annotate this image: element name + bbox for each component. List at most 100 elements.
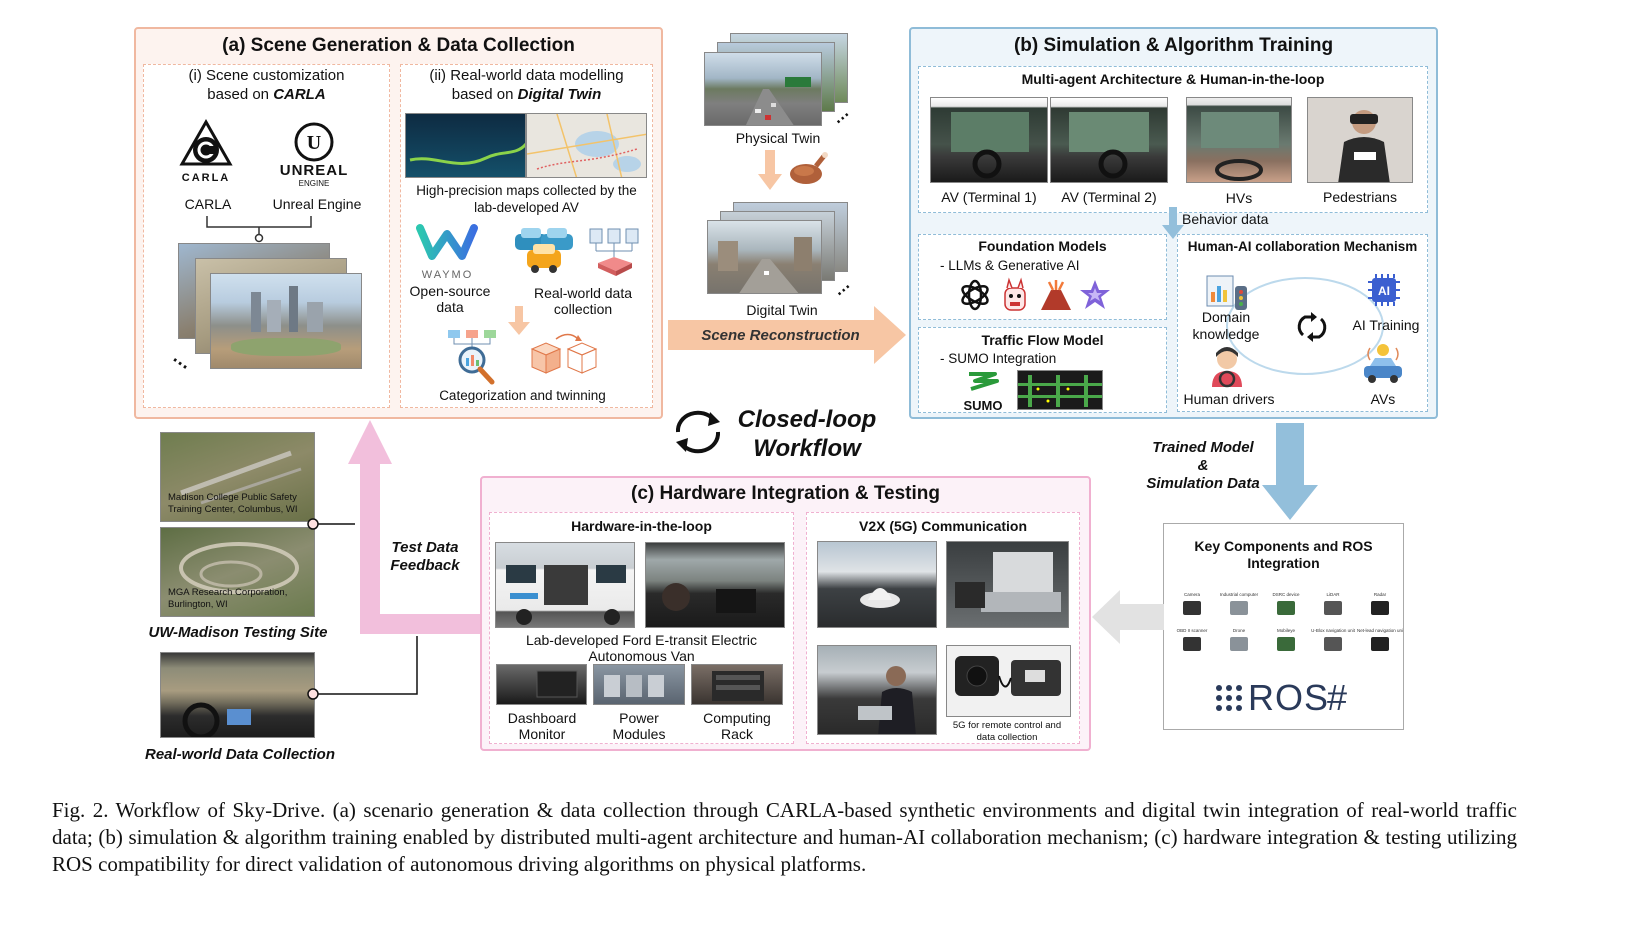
- madison-label-2: Training Center, Columbus, WI: [168, 504, 298, 515]
- digital-twin-image: [707, 220, 822, 294]
- llama-icon: [1004, 277, 1026, 311]
- hvs-label: HVs: [1225, 190, 1253, 206]
- svg-text:U: U: [307, 132, 321, 154]
- 5g-module-image: [946, 645, 1071, 717]
- ros-component-item: Camera: [1169, 592, 1215, 626]
- digital-twin-label: Digital Twin: [746, 302, 818, 318]
- unreal-engine-icon: U: [294, 122, 334, 162]
- ros-component-item: Drone: [1216, 628, 1262, 662]
- pedestrians-image: [1307, 97, 1413, 183]
- behavior-data-label: Behavior data: [1182, 211, 1269, 227]
- ros-component-label: Mobileye: [1276, 628, 1295, 633]
- test-data-feedback-arrow: [348, 420, 480, 634]
- traffic-flow-item: - SUMO Integration: [940, 351, 1057, 366]
- real-world-data-collection-label: Real-world Data Collection: [144, 746, 336, 763]
- figure-caption: Fig. 2. Workflow of Sky-Drive. (a) scena…: [52, 798, 1517, 876]
- sync-cycle-icon: [1297, 312, 1327, 342]
- orange-down-arrow: [758, 150, 782, 190]
- panel-a-title: (a) Scene Generation & Data Collection: [222, 35, 575, 56]
- ros-component-icon: [1324, 601, 1342, 615]
- ros-integration-box: [1163, 523, 1404, 730]
- volcano-icon: [1041, 280, 1071, 310]
- dashboard-label-1: Dashboard: [507, 710, 577, 726]
- physical-twin-label: Physical Twin: [735, 130, 821, 146]
- multi-agent-label: Multi-agent Architecture & Human-in-the-…: [1021, 71, 1325, 87]
- hvs-image: [1186, 97, 1292, 183]
- dashboard-monitor-image: [496, 664, 587, 705]
- ros-component-item: Net-lead navigation unit: [1357, 628, 1403, 662]
- dashboard-label-2: Monitor: [518, 726, 566, 742]
- ai-chip-text: AI: [1378, 284, 1390, 298]
- carla-label: CARLA: [184, 196, 232, 212]
- sumo-simulation-image: [1017, 370, 1103, 410]
- ros-component-label: OBD II scanner: [1176, 628, 1208, 633]
- ros-logo-text: ROS: [1248, 677, 1330, 718]
- foundation-models-item: - LLMs & Generative AI: [940, 258, 1080, 273]
- ros-component-icon: [1183, 637, 1201, 651]
- van-label-2: Autonomous Van: [588, 648, 695, 664]
- trained-model-label-1: Trained Model: [1152, 439, 1254, 456]
- closed-loop-label-2: Workflow: [753, 435, 861, 462]
- trained-model-label-3: Simulation Data: [1146, 475, 1260, 492]
- ros-component-label: U-Blox navigation unit: [1311, 628, 1355, 633]
- scene-customization-label: (i) Scene customization: [188, 67, 345, 84]
- domain-knowledge-label-1: Domain: [1201, 309, 1251, 325]
- pedestrians-label: Pedestrians: [1323, 189, 1397, 205]
- ros-component-item: Radar: [1357, 592, 1403, 626]
- twinning-cubes-icon: [530, 333, 598, 374]
- down-arrow-icon: [508, 306, 530, 335]
- madison-label-1: Madison College Public Safety: [168, 492, 297, 503]
- ros-to-hardware-arrow: [1092, 590, 1164, 644]
- bracket-connector: [206, 216, 312, 243]
- city-scene-image-front: [210, 273, 362, 369]
- human-driver-icon: [1212, 347, 1242, 388]
- foundation-models-title: Foundation Models: [978, 238, 1107, 254]
- feedback-label-1: Test Data: [391, 539, 459, 556]
- ros-component-label: Radar: [1373, 592, 1387, 597]
- ros-component-item: Industrial computer: [1216, 592, 1262, 626]
- human-ai-title: Human-AI collaboration Mechanism: [1187, 239, 1418, 254]
- collaboration-cycle-ring: [1226, 277, 1384, 375]
- ros-dots-icon: [1216, 685, 1242, 711]
- ros-component-label: Drone: [1232, 628, 1246, 633]
- hd-map-image: [405, 113, 526, 178]
- av-terminal-1-image: [930, 97, 1048, 183]
- ros-component-icon: [1183, 601, 1201, 615]
- computing-rack-image: [691, 664, 783, 705]
- ros-component-icon: [1277, 601, 1295, 615]
- 5g-caption-1: 5G for remote control and: [952, 720, 1062, 731]
- mga-research-aerial-image: [160, 527, 315, 617]
- unreal-logo-text: UNREAL: [279, 162, 349, 179]
- roast-chicken-icon: [790, 152, 828, 184]
- feedback-label-2: Feedback: [390, 557, 460, 574]
- opensource-label-1: Open-source: [409, 283, 491, 299]
- sumo-logo-text: SUMO: [963, 398, 1003, 413]
- panel-c-title: (c) Hardware Integration & Testing: [631, 483, 940, 504]
- traffic-cars-icon: [515, 228, 573, 273]
- trained-model-label-2: &: [1197, 457, 1209, 474]
- ros-component-label: Net-lead navigation unit: [1357, 628, 1403, 633]
- closed-loop-label-1: Closed-loop: [737, 406, 877, 433]
- categorization-label: Categorization and twinning: [439, 388, 606, 403]
- ai-chip-icon: AI: [1368, 274, 1400, 306]
- behavior-data-arrow: [1162, 207, 1184, 239]
- laptop-device-image: [946, 541, 1069, 628]
- realworld-collection-label-2: collection: [553, 301, 613, 317]
- opensource-label-2: data: [436, 299, 464, 315]
- traffic-flow-title: Traffic Flow Model: [981, 332, 1104, 348]
- ros-component-label: Camera: [1183, 592, 1200, 597]
- data-collection-icon: [589, 228, 639, 276]
- 5g-caption-2: data collection: [976, 732, 1038, 743]
- computing-label-2: Rack: [721, 726, 753, 742]
- closed-loop-icon: [675, 410, 721, 454]
- driver-laptop-image: [817, 645, 937, 735]
- mga-label-1: MGA Research Corporation,: [168, 587, 288, 598]
- digital-dots: ⋯: [832, 278, 856, 303]
- realworld-collection-label-1: Real-world data: [533, 285, 633, 301]
- power-label-2: Modules: [612, 726, 666, 742]
- av-car-icon: [1364, 344, 1402, 383]
- ros-component-item: DSRC device: [1263, 592, 1309, 626]
- real-world-modelling-sub: based on Digital Twin: [451, 86, 602, 103]
- site-connector-lines: [307, 518, 418, 700]
